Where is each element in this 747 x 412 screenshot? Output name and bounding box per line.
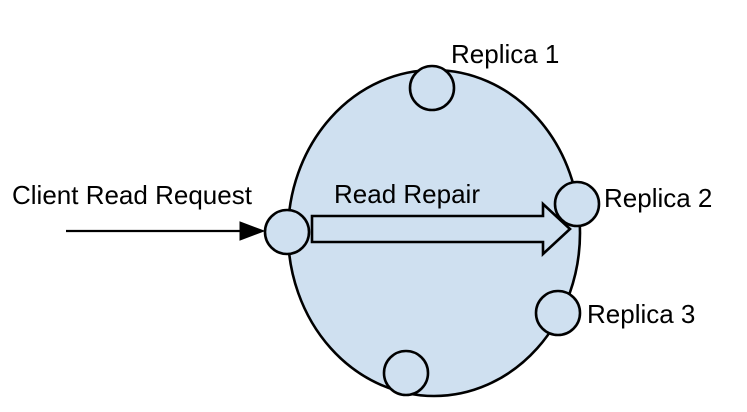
replica-3-label: Replica 3	[587, 299, 696, 329]
read-repair-label: Read Repair	[334, 179, 480, 209]
client-read-request-label: Client Read Request	[12, 180, 252, 210]
replica-2-label: Replica 2	[604, 183, 713, 213]
node-replica-3[interactable]	[534, 289, 582, 337]
read-repair-block-arrow	[310, 201, 572, 257]
client-request-arrow-head	[239, 221, 266, 241]
node-replica-1[interactable]	[408, 64, 456, 112]
replica-1-label: Replica 1	[451, 39, 560, 69]
node-replica-2[interactable]	[553, 180, 601, 228]
node-replica-4[interactable]	[382, 349, 430, 397]
node-coordinator[interactable]	[263, 208, 311, 256]
